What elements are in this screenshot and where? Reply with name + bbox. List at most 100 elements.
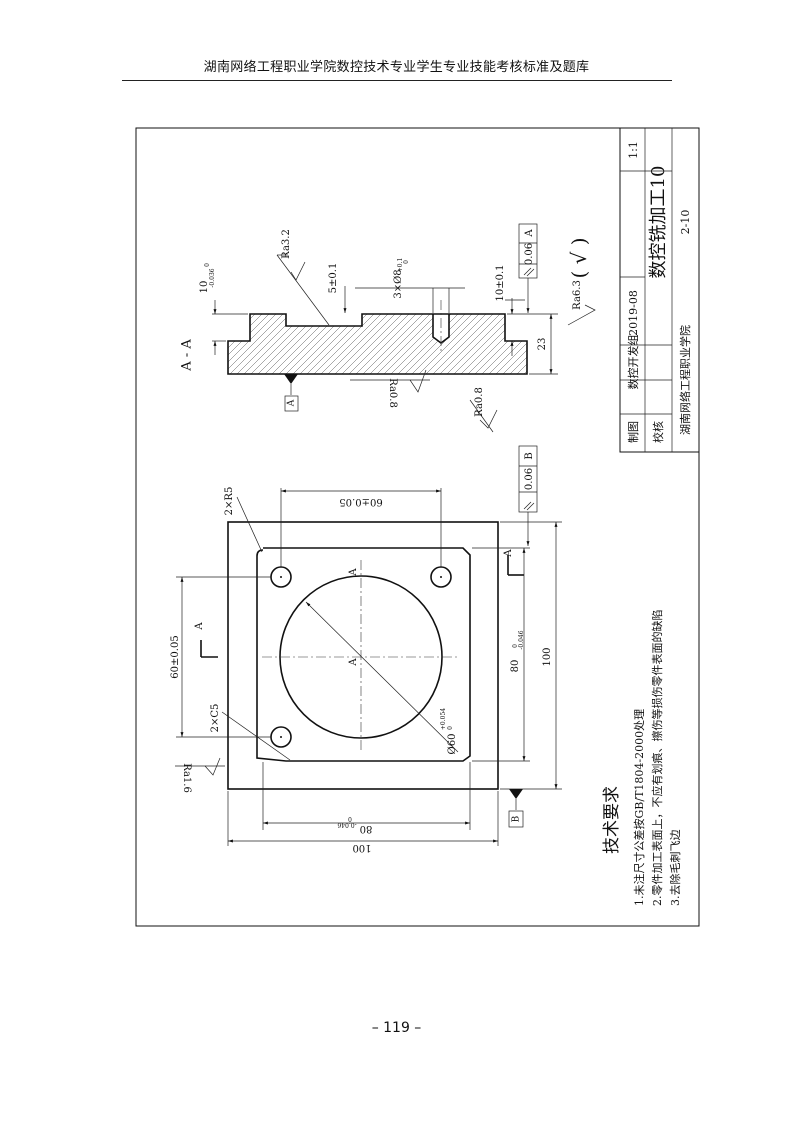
title-block-drawn-by: 数控开发组 [626, 335, 640, 390]
gtol-datum-a: A [524, 229, 535, 238]
hatch-line [391, 314, 463, 374]
ra-3-2: Ra3.2 [281, 229, 292, 259]
section-mark-a-top: A [348, 568, 359, 577]
hatch-line [524, 314, 527, 374]
hatch-line [228, 314, 281, 374]
tech-req-item-3: 3.去除毛刺飞边 [668, 830, 682, 907]
plan-view: A A A A 60±0.05 2×R5 60±0.05 2×C5 Ra1.6 … [170, 445, 562, 853]
roughness-symbol [567, 304, 596, 326]
hatch-line [468, 314, 527, 374]
gtol-datum-b: B [524, 452, 535, 459]
outer-square [227, 521, 499, 790]
dim-width-80-tol-upper: 0 [348, 815, 352, 822]
title-block: 1:1 数控铣加工10 2-10 2019-08 数控开发组 制图 校核 湖南网… [619, 127, 700, 453]
ra-0-8-right: Ra0.8 [474, 387, 485, 417]
ra-1-6: Ra1.6 [181, 763, 192, 793]
tech-req-item-1: 1.未注尺寸公差按GB/T1804-2000处理 [632, 709, 646, 906]
datum-a-label: A [287, 399, 297, 407]
dim-height-80-tol-upper: 0 [512, 644, 519, 648]
hatch-line [356, 314, 428, 374]
hatch-line [228, 314, 232, 374]
dim-depth-tol-lower: -0.036 [209, 268, 216, 287]
general-roughness-symbol: ( √ ) [567, 237, 591, 278]
hatch-line [228, 314, 295, 374]
hatch-line [342, 314, 414, 374]
hatch-line [539, 310, 609, 380]
page-number: – 119 – [371, 1020, 422, 1036]
tech-req-item-2: 2.零件加工表面上，不应有划痕、擦伤等损伤零件表面的缺陷 [650, 610, 664, 907]
section-view-label: A - A [180, 339, 195, 372]
title-block-drawing-no: 2-10 [679, 210, 692, 235]
section-mark-a-left: A [194, 622, 205, 631]
hatch-line [546, 310, 616, 380]
datum-b-box [508, 810, 524, 828]
dim-height-80-tol-lower: -0.046 [518, 630, 525, 649]
hatch-line [503, 314, 527, 374]
title-block-checked-label: 校核 [651, 421, 665, 443]
hatch-line [482, 314, 527, 374]
hatch-line [307, 314, 379, 374]
hatch-line [321, 314, 393, 374]
hatch-line [426, 314, 498, 374]
dim-height-80: 80 [510, 660, 521, 673]
hatch-line [553, 310, 623, 380]
hatch-line [517, 314, 527, 374]
hatch-line [349, 314, 421, 374]
dim-bore: Ø60 [447, 734, 458, 755]
hatch-line [496, 314, 527, 374]
hatch-line [370, 314, 442, 374]
hatch-line [228, 314, 267, 374]
section-mark-a-center: A [348, 658, 359, 667]
section-view: A - A 10 0 -0.036 Ra3.2 5±0.1 3×Ø8 +0.1 [140, 223, 623, 433]
section-mark-a-right: A [503, 549, 514, 558]
page-header-title: 湖南网络工程职业学院数控技术专业学生专业技能考核标准及题库 [203, 60, 590, 75]
dim-chamfer: 2×C5 [210, 704, 221, 733]
header-divider [122, 80, 672, 81]
ra-0-8-bottom: Ra0.8 [387, 378, 398, 408]
hatch-line [412, 314, 484, 374]
dim-holes-tol-lower: 0 [403, 260, 410, 264]
hatch-line [398, 314, 470, 374]
dim-holes-tol-upper: +0.1 [397, 258, 404, 273]
dim-height-100: 100 [542, 647, 553, 666]
section-outline [227, 313, 528, 375]
hatch-line [440, 314, 512, 374]
title-block-scale: 1:1 [627, 141, 640, 159]
dim-width-80: 80 [360, 823, 373, 834]
hatch-line [228, 314, 274, 374]
title-block-date: 2019-08 [627, 290, 640, 336]
tech-requirements-title: 技术要求 [602, 786, 622, 854]
dim-width-100: 100 [352, 842, 371, 853]
dim-depth-tol-upper: 0 [204, 263, 211, 267]
section-hatching [140, 310, 623, 380]
dim-depth-10: 10 [199, 281, 210, 294]
hatch-line [419, 314, 491, 374]
dim-width-80-tol-lower: -0.046 [337, 821, 356, 828]
dim-hole-spacing-h: 60±0.05 [339, 496, 382, 507]
hatch-line [433, 314, 505, 374]
gtol-value-b: 0.06 [524, 468, 535, 490]
inner-boss [256, 547, 471, 762]
dim-radius: 2×R5 [224, 487, 235, 516]
datum-a-box [284, 395, 299, 412]
hatch-line [314, 314, 386, 374]
dim-bore-tol-upper: +0.054 [440, 708, 447, 730]
tech-requirements: 技术要求 1.未注尺寸公差按GB/T1804-2000处理 2.零件加工表面上，… [602, 610, 682, 907]
title-block-drawn-label: 制图 [627, 421, 640, 443]
dim-step-10: 10±0.1 [495, 264, 506, 301]
general-roughness: Ra6.3 [572, 280, 583, 310]
hatch-line [335, 314, 407, 374]
datum-b-label: B [512, 815, 522, 822]
dim-hole-spacing-v: 60±0.05 [170, 635, 181, 678]
dim-holes: 3×Ø8 [393, 269, 404, 298]
title-block-part-name: 数控铣加工10 [648, 166, 669, 279]
hatch-line [510, 314, 527, 374]
hatch-line [489, 314, 527, 374]
hatch-line [140, 310, 210, 380]
title-block-school: 湖南网络工程职业学院 [678, 325, 692, 435]
gtol-value-a: 0.06 [524, 243, 535, 265]
dim-height-23: 23 [537, 338, 548, 351]
dim-pocket-5: 5±0.1 [328, 263, 339, 294]
hatch-line [363, 314, 435, 374]
